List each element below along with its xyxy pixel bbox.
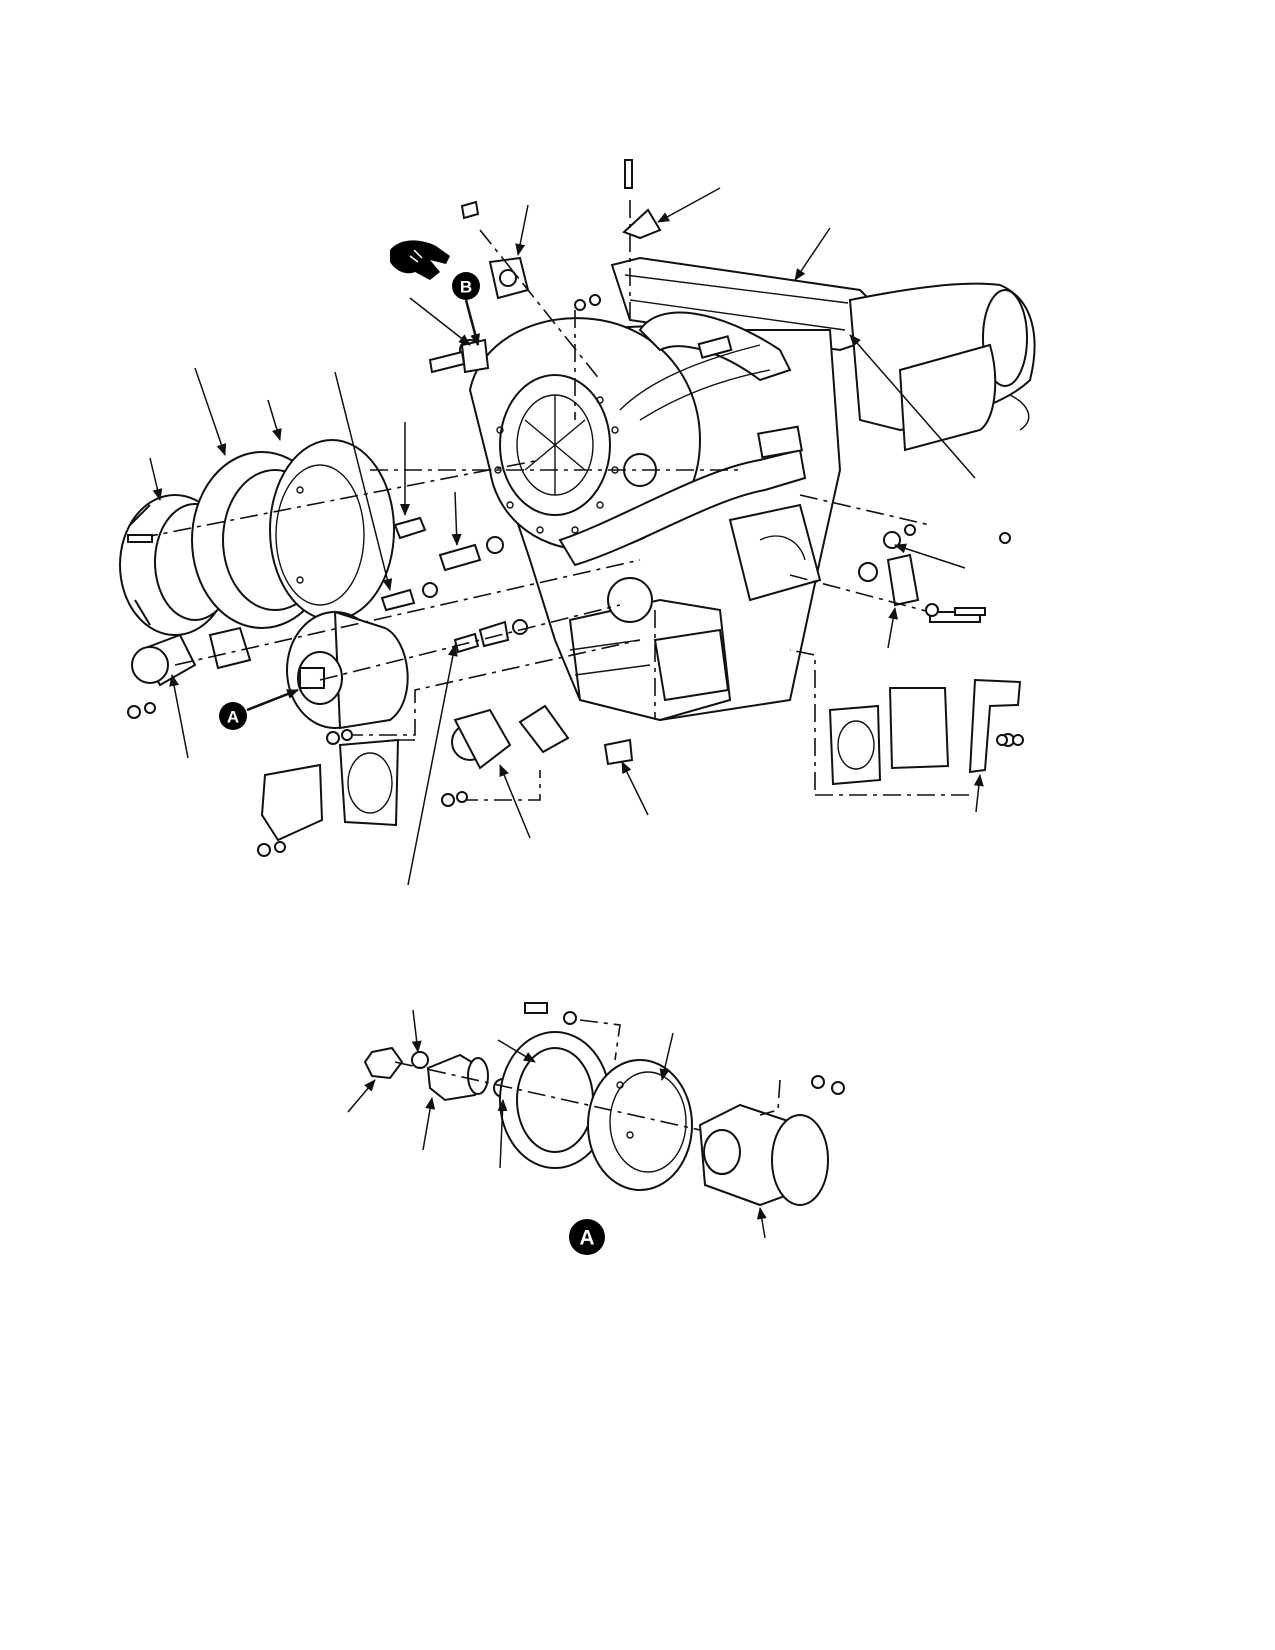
tach-generator-center xyxy=(451,704,634,770)
svg-text:A: A xyxy=(227,708,239,727)
svg-text:B: B xyxy=(460,278,472,297)
view-b-callout: B xyxy=(452,272,480,346)
pointing-hand-icon xyxy=(390,240,450,280)
top-fittings xyxy=(460,159,662,311)
spline-drive-hub xyxy=(286,610,409,730)
cover-plate-left xyxy=(260,738,400,842)
hardware-main xyxy=(127,532,1011,857)
assembly-lines xyxy=(139,200,975,801)
fittings xyxy=(380,338,528,654)
leader-lines xyxy=(149,187,984,886)
view-a-pointer-callout: A xyxy=(219,688,299,730)
view-a-title-callout: A xyxy=(569,1219,605,1255)
right-side-parts xyxy=(828,524,1024,786)
detail-a-assembly xyxy=(347,1002,845,1239)
svg-text:A: A xyxy=(579,1227,594,1250)
tach-generator-left xyxy=(131,626,252,687)
engine-assembly xyxy=(468,256,1036,722)
